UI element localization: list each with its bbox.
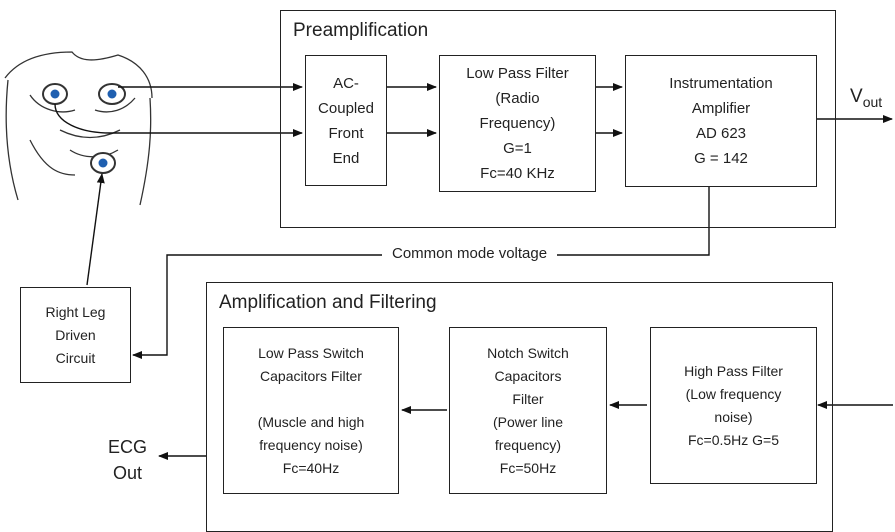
ecg-out-label: ECG Out: [108, 434, 147, 486]
block-line: AC-: [333, 74, 359, 92]
vout-main: V: [850, 86, 863, 107]
block-line: (Muscle and high: [257, 413, 365, 430]
right-leg-driven-circuit-block: Right Leg Driven Circuit: [20, 287, 131, 383]
block-line: Coupled: [318, 99, 374, 117]
block-line: Instrumentation: [669, 75, 773, 92]
block-line: Fc=0.5Hz G=5: [687, 431, 780, 448]
block-line: G=1: [503, 140, 532, 157]
block-line: Amplifier: [691, 100, 751, 117]
ecg-out-line: Out: [113, 463, 143, 483]
block-line: Front: [328, 124, 364, 142]
ecg-out-line: ECG: [108, 437, 148, 457]
block-line: noise): [714, 408, 753, 425]
block-line: Notch Switch: [487, 344, 569, 361]
block-line-spacer: [258, 388, 365, 411]
electrode-abdomen: [90, 152, 116, 174]
instrumentation-amplifier-block: Instrumentation Amplifier AD 623 G = 142: [625, 55, 817, 187]
block-line: Capacitors Filter: [260, 367, 362, 384]
block-line: Fc=50Hz: [499, 459, 557, 476]
block-line: (Low frequency: [685, 385, 782, 402]
block-line: AD 623: [695, 125, 747, 142]
block-line: Low Pass Filter: [466, 65, 569, 82]
block-line: End: [332, 149, 360, 167]
high-pass-filter-block: High Pass Filter (Low frequency noise) F…: [650, 327, 817, 484]
block-line: Driven: [55, 326, 96, 343]
torso-sketch: [4, 51, 153, 206]
block-line: Circuit: [55, 349, 96, 366]
block-line: Fc=40Hz: [282, 459, 340, 476]
block-line: Capacitors: [494, 367, 562, 384]
vout-label: Vout: [850, 86, 882, 110]
vout-subscript: out: [862, 93, 883, 110]
notch-switch-capacitors-filter-block: Notch Switch Capacitors Filter (Power li…: [449, 327, 607, 494]
block-line: (Power line: [492, 413, 563, 430]
block-line: frequency): [494, 436, 562, 453]
low-pass-filter-radio-block: Low Pass Filter (Radio Frequency) G=1 Fc…: [439, 55, 596, 192]
block-line: frequency noise): [259, 436, 363, 453]
block-line: Right Leg: [45, 303, 106, 320]
block-line: (Radio: [495, 90, 540, 107]
block-line: Low Pass Switch: [258, 344, 364, 361]
preamplification-title: Preamplification: [293, 20, 429, 41]
preamplification-section: [280, 10, 836, 228]
low-pass-switch-capacitors-filter-block: Low Pass Switch Capacitors Filter (Muscl…: [223, 327, 399, 494]
common-mode-voltage-label: Common mode voltage: [382, 245, 558, 262]
block-line: Filter: [512, 390, 544, 407]
electrode-left-chest: [42, 83, 68, 105]
block-line: G = 142: [694, 150, 748, 167]
amplification-filtering-title: Amplification and Filtering: [219, 292, 437, 313]
block-line: Fc=40 KHz: [480, 165, 555, 182]
electrode-right-chest: [98, 83, 126, 105]
block-line: High Pass Filter: [684, 362, 783, 379]
ac-coupled-front-end-block: AC- Coupled Front End: [305, 55, 387, 186]
block-line: Frequency): [479, 115, 556, 132]
